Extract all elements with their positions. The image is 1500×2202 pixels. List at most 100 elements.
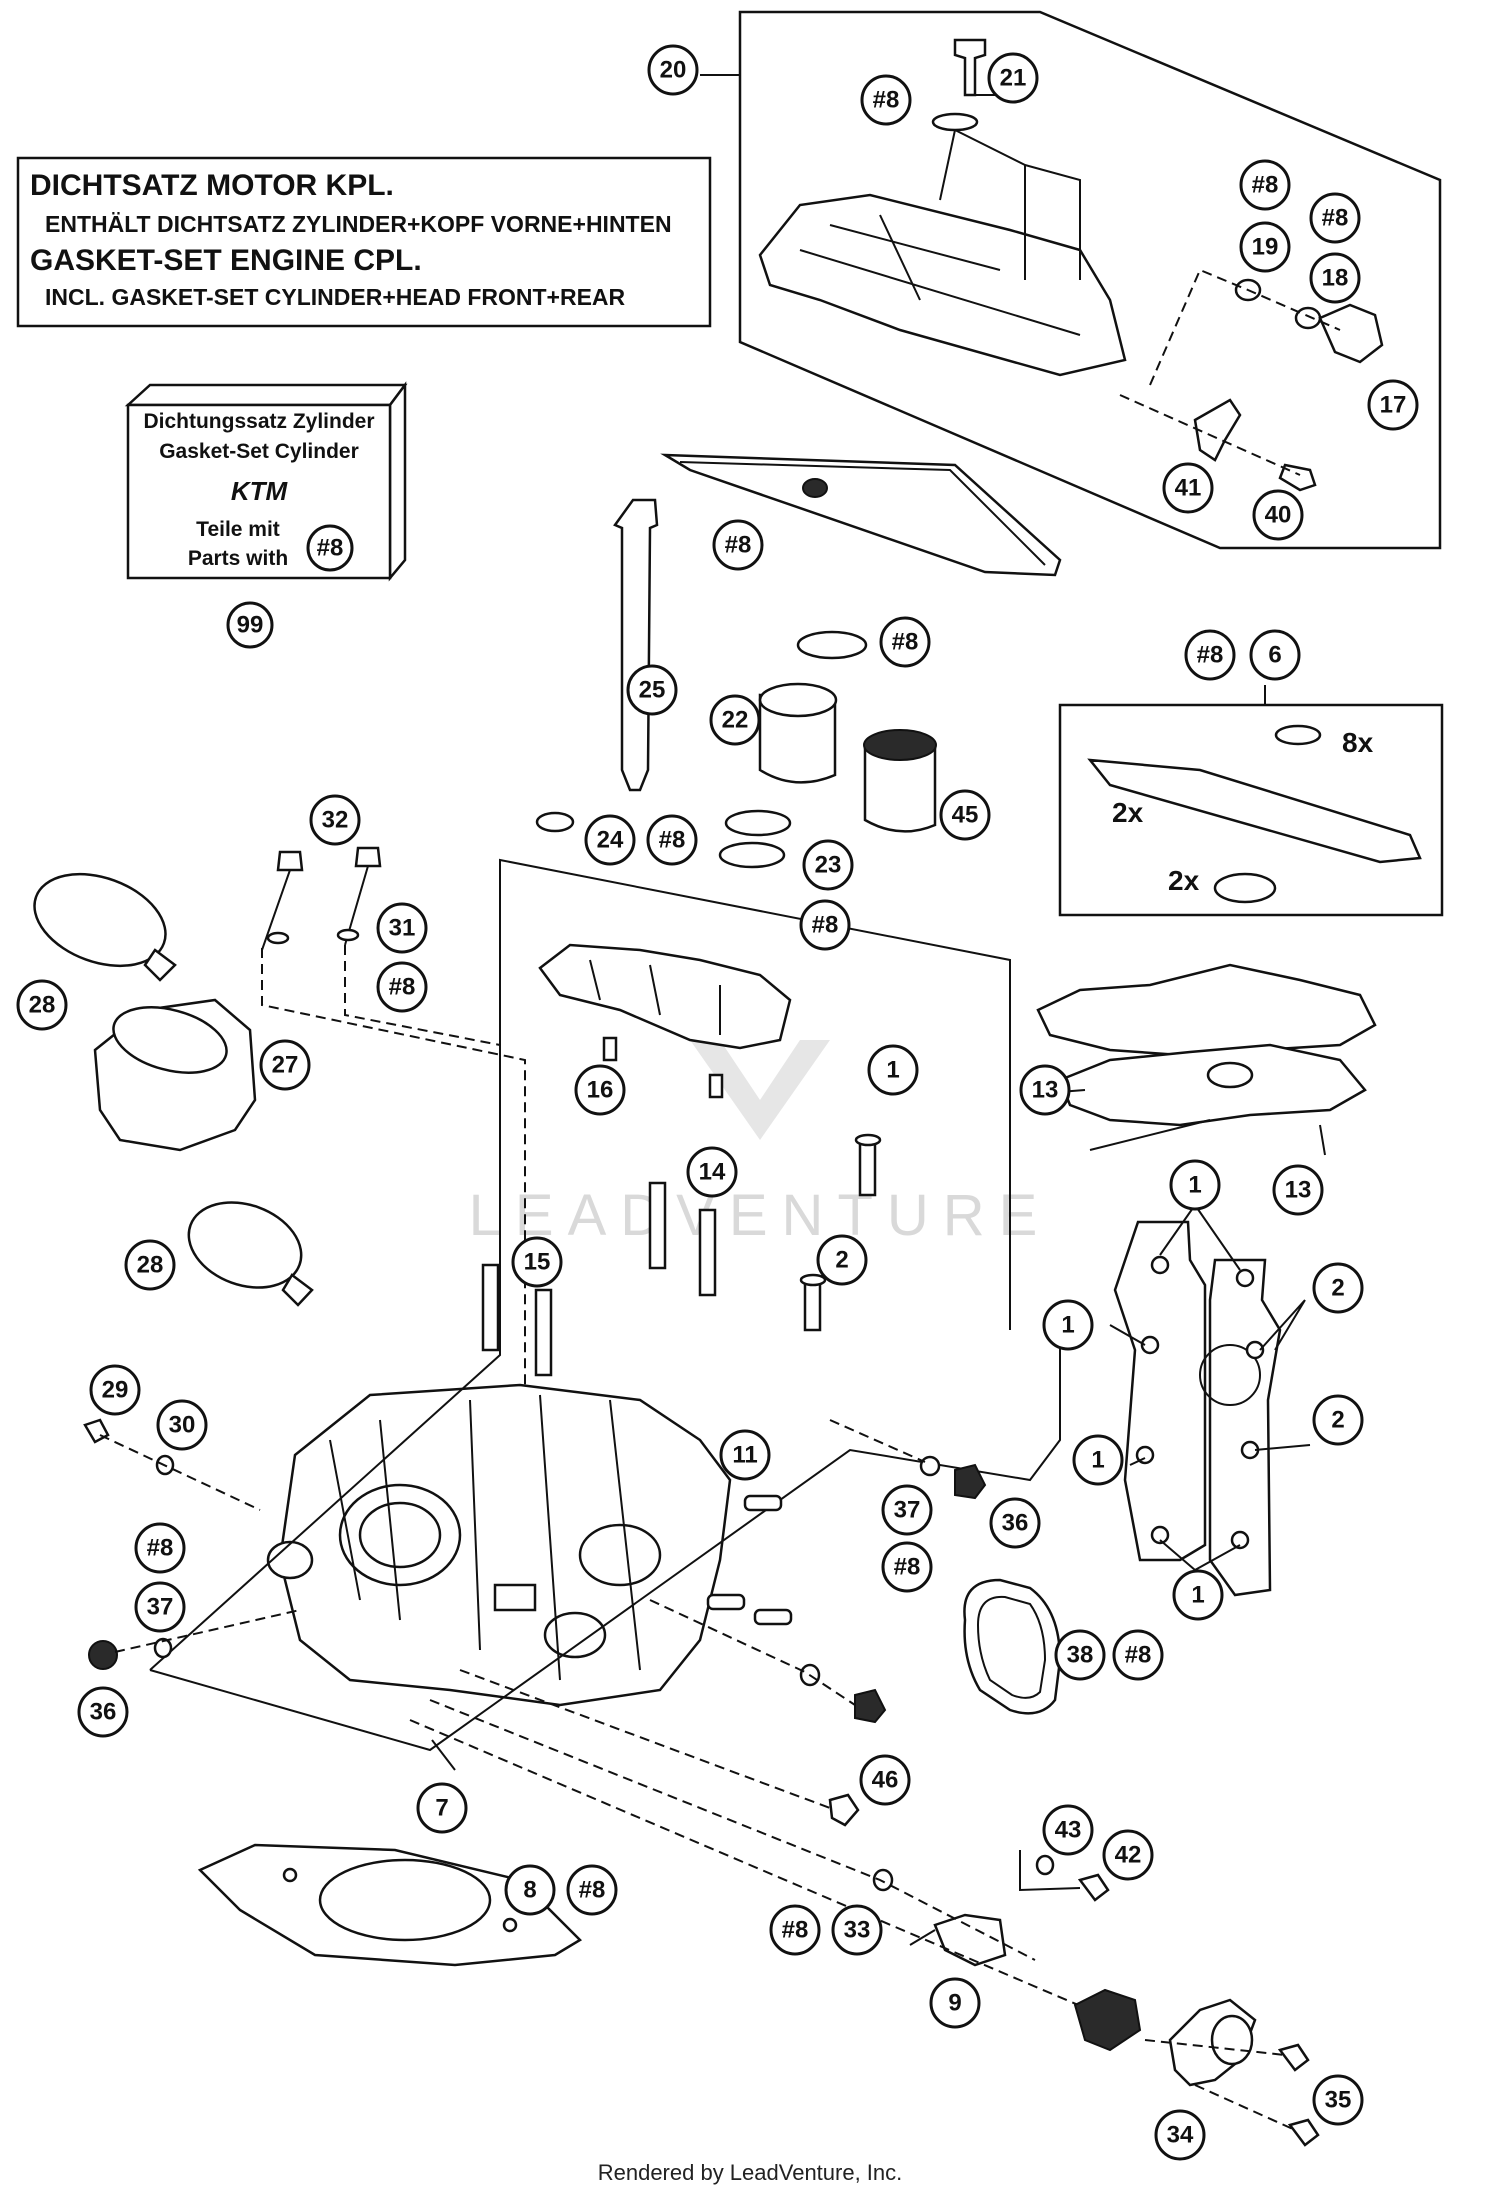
callout: 27 — [259, 1039, 311, 1091]
svg-text:8: 8 — [523, 1877, 536, 1904]
svg-text:38: 38 — [1067, 1642, 1094, 1669]
svg-text:15: 15 — [524, 1249, 551, 1276]
head-boss — [493, 1583, 537, 1612]
svg-text:#8: #8 — [579, 1877, 606, 1904]
callout: 41 — [1162, 462, 1214, 514]
svg-text:#8: #8 — [317, 535, 344, 562]
svg-text:#8: #8 — [892, 629, 919, 656]
svg-text:23: 23 — [815, 852, 842, 879]
bolt-21 — [953, 38, 987, 97]
svg-text:22: 22 — [722, 707, 749, 734]
callout: 32 — [309, 794, 361, 846]
svg-text:24: 24 — [597, 827, 624, 854]
svg-text:21: 21 — [1000, 65, 1027, 92]
svg-text:#8: #8 — [1197, 642, 1224, 669]
watermark: LEADVENTURE — [469, 1040, 1037, 1248]
callout: 16 — [574, 1064, 626, 1116]
valve-cover — [758, 193, 1127, 377]
callout: 7 — [416, 1782, 468, 1834]
callout: 2 — [816, 1234, 868, 1286]
svg-text:25: 25 — [639, 677, 666, 704]
gasket-set-line2: ENTHÄLT DICHTSATZ ZYLINDER+KOPF VORNE+HI… — [45, 211, 672, 237]
valve-cover-gasket — [660, 453, 1062, 577]
callout: 36 — [77, 1686, 129, 1738]
gasket-set-frame — [16, 156, 712, 328]
callout: #8 — [1112, 1629, 1164, 1681]
plug-36-right — [954, 1463, 987, 1500]
plug-36-left — [88, 1640, 118, 1670]
gasket-tab — [802, 478, 828, 498]
callout: 6 — [1249, 629, 1301, 681]
gasket-package: Dichtungssatz Zylinder Gasket-Set Cylind… — [124, 381, 408, 649]
dowel-16b — [708, 1073, 724, 1099]
callout: #8 — [646, 814, 698, 866]
bearing-bridge-lower — [1058, 1043, 1367, 1127]
package-line1: Dichtungssatz Zylinder — [143, 410, 374, 433]
callout: #8 — [879, 616, 931, 668]
callout: 37 — [134, 1581, 186, 1633]
svg-text:16: 16 — [587, 1077, 614, 1104]
callout: 1 — [1072, 1434, 1124, 1486]
callout: 15 — [511, 1236, 563, 1288]
washer-31b — [336, 928, 360, 942]
callout: #8 — [134, 1522, 186, 1574]
svg-text:27: 27 — [272, 1052, 299, 1079]
svg-text:#8: #8 — [1322, 205, 1349, 232]
callout: 8 — [504, 1864, 556, 1916]
callout: 40 — [1252, 489, 1304, 541]
temp-sensor-9 — [933, 1913, 1007, 1967]
sleeve-11c — [753, 1608, 793, 1626]
callout: 19 — [1239, 221, 1291, 273]
svg-text:45: 45 — [952, 802, 979, 829]
callout: 28 — [124, 1239, 176, 1291]
callout: 17 — [1367, 379, 1419, 431]
bolt-32b — [354, 846, 382, 868]
svg-text:20: 20 — [660, 57, 687, 84]
callout: #8 — [1239, 159, 1291, 211]
o-ring-23b — [718, 841, 786, 869]
callout: 2 — [1312, 1394, 1364, 1446]
kit-o-ring — [1213, 872, 1277, 904]
callout: #8 — [306, 524, 354, 572]
svg-text:17: 17 — [1380, 392, 1407, 419]
svg-text:#8: #8 — [147, 1535, 174, 1562]
bushing-1 — [858, 1138, 877, 1197]
svg-text:2: 2 — [1331, 1275, 1344, 1302]
qty-2x-gasket: 2x — [1112, 797, 1144, 828]
svg-text:1: 1 — [1091, 1447, 1104, 1474]
seal-ring-top — [796, 630, 868, 660]
callout: #8 — [799, 899, 851, 951]
svg-text:32: 32 — [322, 807, 349, 834]
svg-text:13: 13 — [1032, 1077, 1059, 1104]
svg-text:6: 6 — [1268, 642, 1281, 669]
callout: 25 — [626, 664, 678, 716]
svg-text:41: 41 — [1175, 475, 1202, 502]
callout: 22 — [709, 694, 761, 746]
bracket-41 — [1193, 398, 1242, 462]
bolt-42 — [1077, 1873, 1110, 1902]
svg-text:40: 40 — [1265, 502, 1292, 529]
callout: #8 — [712, 519, 764, 571]
fitting-46 — [828, 1793, 860, 1827]
svg-text:11: 11 — [732, 1442, 757, 1469]
seal-ring-8a — [931, 112, 979, 132]
camshaft-carrier-16 — [538, 943, 792, 1050]
svg-text:19: 19 — [1252, 234, 1279, 261]
package-line4: Parts with — [188, 547, 288, 570]
valve-guide-15b — [534, 1288, 553, 1377]
svg-text:#8: #8 — [782, 1917, 809, 1944]
sleeve-11a — [743, 1494, 783, 1512]
svg-text:1: 1 — [886, 1057, 899, 1084]
svg-text:36: 36 — [90, 1699, 117, 1726]
hose-clamp-28-bottom — [187, 1201, 303, 1289]
callout: #8 — [860, 74, 912, 126]
callout: #8 — [1184, 629, 1236, 681]
svg-text:2: 2 — [1331, 1407, 1344, 1434]
svg-text:#8: #8 — [812, 912, 839, 939]
callout: 29 — [89, 1364, 141, 1416]
svg-text:37: 37 — [147, 1594, 174, 1621]
svg-text:#8: #8 — [1125, 1642, 1152, 1669]
svg-text:28: 28 — [137, 1252, 164, 1279]
valve-guide-14b — [698, 1208, 717, 1297]
svg-text:28: 28 — [29, 992, 56, 1019]
